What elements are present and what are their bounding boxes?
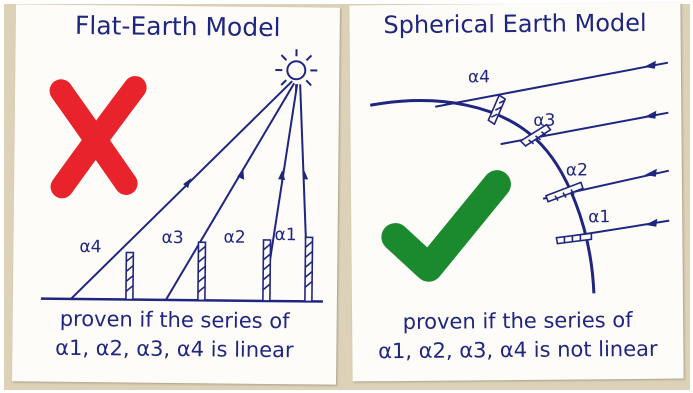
spherical-earth-drawing: α4 α3 α2 α1 [369,60,670,294]
sphere-angle-label-a4: α4 [468,67,490,87]
sphere-angle-label-a1: α1 [588,207,610,227]
sphere-angle-label-a3: α3 [533,111,555,131]
spherical-earth-caption-line2: α1, α2, α3, α4 is not linear [378,336,658,364]
flat-earth-caption-line2: α1, α2, α3, α4 is linear [55,335,294,363]
spherical-earth-card: α4 α3 α2 α1 Spherical Earth Model proven… [349,2,684,382]
spherical-earth-title: Spherical Earth Model [383,8,647,40]
spherical-earth-caption-line1: proven if the series of [402,307,633,334]
ray-arrowheads [183,168,309,189]
red-cross-icon [49,76,147,199]
flat-earth-title: Flat-Earth Model [74,10,281,43]
flat-ground-line [40,297,323,303]
ray-arrowheads [643,60,658,227]
vertical-sticks [125,236,314,303]
flat-angle-label-a1: α1 [274,225,296,245]
surface-sticks [487,93,593,245]
flat-angle-label-a3: α3 [161,228,183,248]
flat-angle-label-a4: α4 [79,237,101,257]
flat-angle-label-a2: α2 [223,228,245,248]
sun-icon [275,49,318,92]
green-check-icon [381,170,511,282]
flat-earth-card: α4 α3 α2 α1 Flat-Earth Model proven if t… [12,4,340,385]
flat-earth-caption-line1: proven if the series of [59,306,290,334]
sphere-angle-label-a2: α2 [566,160,588,180]
flat-earth-drawing: α4 α3 α2 α1 [40,49,323,303]
